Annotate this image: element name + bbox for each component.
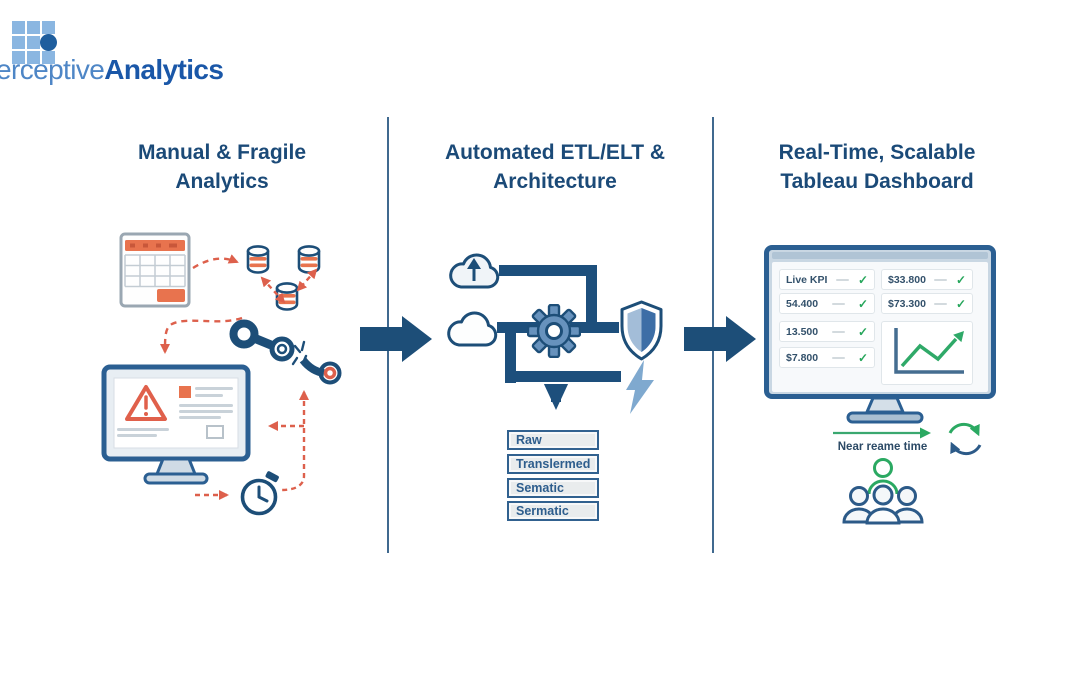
kpi-separator (934, 302, 948, 305)
section-title-dashboard: Real-Time, Scalable Tableau Dashboard (727, 138, 1027, 196)
logo-grid-square (27, 21, 40, 34)
kpi-separator (836, 278, 850, 281)
shield-icon (617, 299, 667, 365)
title-line: Tableau Dashboard (780, 170, 974, 193)
pipe-segment (497, 322, 539, 333)
logo-grid-square (12, 21, 25, 34)
kpi-card: 13.500 ✓ (779, 321, 875, 342)
logo-grid-square (12, 51, 25, 64)
etl-layer-raw: Raw (507, 430, 599, 450)
lightning-icon (623, 360, 657, 416)
dashed-arrow-to-monitor (158, 308, 248, 370)
kpi-separator (831, 302, 845, 305)
monitor-stand (843, 396, 927, 426)
etl-layer-semantic-2: Sermatic (507, 501, 599, 521)
check-icon: ✓ (955, 296, 966, 311)
check-icon: ✓ (857, 324, 868, 339)
kpi-card: Live KPI ✓ (779, 269, 875, 290)
kpi-label: $7.800 (786, 351, 819, 364)
logo: erceptiveAnalytics (0, 0, 260, 95)
kpi-separator (934, 278, 948, 281)
logo-text-bold: Analytics (104, 54, 224, 85)
pipe-segment (586, 322, 619, 333)
spreadsheet-icon (119, 232, 191, 308)
pipe-segment (570, 322, 592, 333)
kpi-card: $33.800 ✓ (881, 269, 973, 290)
kpi-separator (831, 330, 845, 333)
title-line: Architecture (493, 170, 617, 193)
flow-arrow-icon (684, 316, 756, 362)
gear-icon (527, 304, 581, 358)
section-title-manual: Manual & Fragile Analytics (82, 138, 362, 196)
logo-grid-square (42, 21, 55, 34)
etl-layer-semantic-1: Sematic (507, 478, 599, 498)
broken-link-icon (227, 316, 343, 386)
logo-dot-icon (40, 34, 57, 51)
refresh-icon (940, 412, 990, 462)
dashed-arrow-sheet-to-db (191, 250, 247, 278)
check-icon: ✓ (857, 296, 868, 311)
check-icon: ✓ (857, 350, 868, 365)
logo-grid-square (42, 51, 55, 64)
cloud-upload-icon (441, 245, 507, 295)
cloud-icon (439, 303, 505, 351)
pipe-segment (586, 265, 597, 333)
title-line: Automated ETL/ELT & (444, 141, 666, 164)
warning-triangle-icon (125, 385, 167, 421)
line-chart-icon (881, 321, 973, 385)
realtime-caption: Near reame time (837, 441, 928, 453)
pipe-segment (499, 265, 594, 276)
kpi-label: 13.500 (786, 325, 819, 338)
database-icon (246, 244, 270, 274)
realtime-arrow (828, 426, 944, 440)
kpi-label: 54.400 (786, 297, 819, 310)
check-icon: ✓ (955, 272, 966, 287)
title-line: Real-Time, Scalable (778, 141, 976, 164)
dashed-arrow-db-sync (252, 272, 294, 310)
flow-arrow-icon (360, 316, 432, 362)
kpi-separator (831, 356, 845, 359)
check-icon: ✓ (857, 272, 868, 287)
logo-grid-square (12, 36, 25, 49)
section-title-etl: Automated ETL/ELT & Architecture (405, 138, 705, 196)
title-line: Analytics (175, 170, 269, 193)
error-monitor-icon (101, 364, 251, 486)
pipe-down-arrow (542, 384, 570, 426)
kpi-card: 54.400 ✓ (779, 293, 875, 314)
dashed-arrow-db-sync (290, 264, 324, 296)
kpi-label: Live KPI (786, 273, 828, 286)
kpi-card: $73.300 ✓ (881, 293, 973, 314)
logo-text-light: erceptive (0, 54, 105, 85)
dashed-arrow-clock-loop (250, 380, 314, 506)
logo-grid-square (27, 36, 40, 49)
logo-grid-square (27, 51, 40, 64)
logo-wordmark: erceptiveAnalytics (0, 54, 224, 86)
users-icon (834, 454, 934, 526)
title-line: Manual & Fragile (137, 141, 307, 164)
pipe-segment (505, 371, 621, 382)
kpi-card: $7.800 ✓ (779, 347, 875, 368)
pipe-segment (505, 328, 516, 383)
etl-layer-transformed: Translermed (507, 454, 599, 474)
dashboard-monitor-topbar (772, 252, 988, 259)
clock-icon (238, 470, 286, 518)
dashed-arrow-monitor-to-clock (193, 486, 239, 504)
kpi-label: $73.300 (888, 297, 926, 310)
kpi-label: $33.800 (888, 273, 926, 286)
